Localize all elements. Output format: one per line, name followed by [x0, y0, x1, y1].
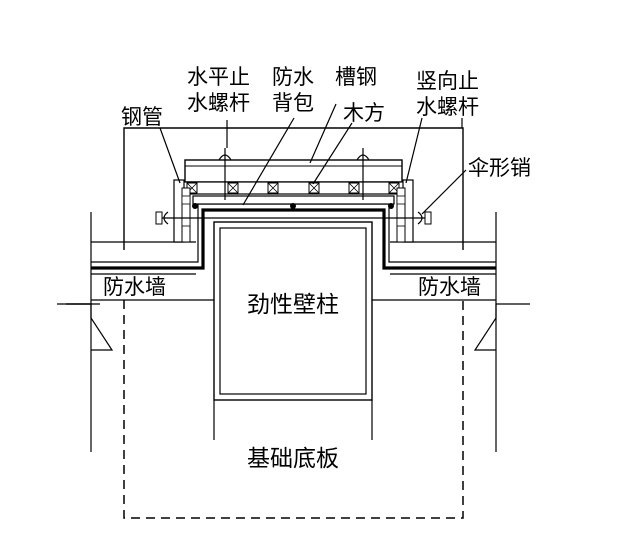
right-break-symbol — [473, 303, 530, 351]
label-horizontal-bolt-line2: 水螺杆 — [187, 91, 250, 115]
label-channel-steel: 槽钢 — [335, 65, 377, 89]
timber-strip — [179, 181, 408, 195]
label-waterproof-wall-left: 防水墙 — [103, 275, 166, 299]
label-foundation-slab: 基础底板 — [247, 446, 339, 472]
label-waterproof-back-line1: 防水 — [272, 65, 314, 89]
foundation-slab-outline — [123, 300, 464, 519]
umbrella-pin-right — [417, 211, 423, 225]
stiff-column-outer — [213, 221, 373, 401]
waterproof-membrane — [91, 208, 496, 270]
outer-formwork-frame — [123, 127, 464, 250]
umbrella-pin-left — [163, 211, 169, 225]
channel-steel — [184, 159, 403, 183]
label-vertical-bolt-line2: 水螺杆 — [416, 95, 479, 119]
inner-plate — [192, 195, 395, 205]
left-break-symbol — [57, 303, 114, 351]
label-waterproof-wall-right: 防水墙 — [418, 275, 481, 299]
label-steel-pipe: 钢管 — [121, 105, 163, 129]
label-horizontal-bolt-line1: 水平止 — [187, 65, 250, 89]
label-stiff-column: 劲性壁柱 — [247, 292, 339, 318]
label-waterproof-back-line2: 背包 — [272, 91, 314, 115]
label-umbrella-pin: 伞形销 — [468, 156, 531, 180]
label-timber: 木方 — [343, 101, 385, 125]
stiff-column-inner — [219, 227, 367, 395]
leader-lines — [159, 103, 467, 215]
label-vertical-bolt-line1: 竖向止 — [416, 69, 479, 93]
